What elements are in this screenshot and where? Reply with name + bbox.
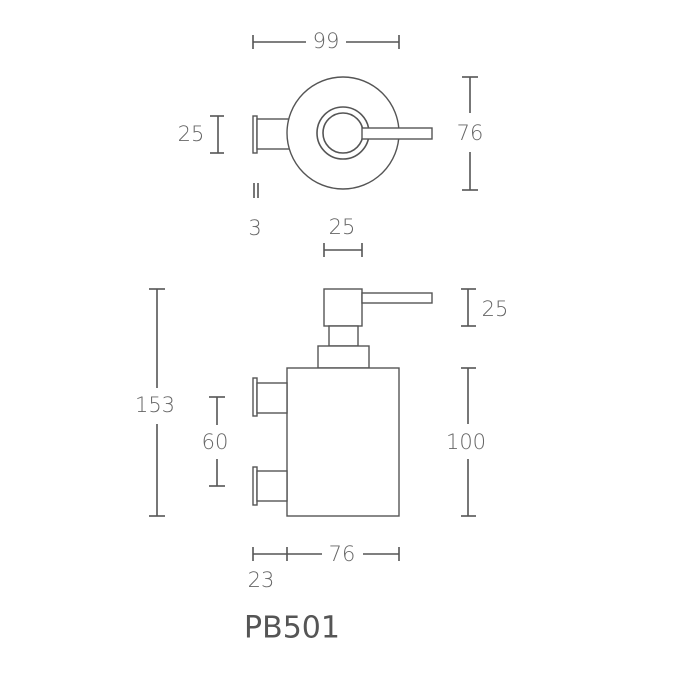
dimension-label-pump-height: 25 — [482, 297, 509, 321]
dimension-label-body-height: 100 — [446, 430, 486, 454]
bracket-spacing-dimension-60: 60 — [202, 396, 229, 487]
pump-stem — [328, 325, 359, 347]
dimension-label-plate-thickness: 3 — [248, 216, 261, 240]
wall-bracket-lower — [252, 466, 288, 506]
pump-height-dimension-25: 25 — [461, 288, 509, 327]
width-dimension-bottom: 76 23 — [248, 542, 400, 592]
dimension-label-bracket-height: 25 — [178, 122, 205, 146]
plate-thickness-dimension: 3 — [248, 183, 262, 240]
body-height-dimension-100: 100 — [446, 367, 486, 517]
width-dimension-99: 99 — [252, 29, 400, 53]
pump-head — [323, 288, 363, 327]
dispenser-body — [286, 367, 400, 517]
height-dimension-25-top: 25 — [178, 115, 224, 154]
dimension-label-body-width: 76 — [329, 542, 356, 566]
dimension-label-depth: 76 — [457, 121, 484, 145]
dimension-label-bracket-spacing: 60 — [202, 430, 229, 454]
dimension-label-width: 99 — [313, 29, 340, 53]
depth-dimension-76: 76 — [457, 76, 484, 191]
wall-bracket-top — [252, 115, 292, 154]
model-number: PB501 — [244, 611, 340, 646]
side-view: 153 60 25 — [135, 288, 509, 592]
dimension-label-wall-offset: 23 — [248, 568, 275, 592]
wall-bracket-upper — [252, 377, 288, 417]
dimension-label-total-height: 153 — [135, 393, 175, 417]
pump-lever-side — [361, 292, 433, 304]
top-view: 99 25 76 3 25 — [178, 29, 484, 257]
pump-diameter-dimension: 25 — [323, 215, 363, 257]
pump-lever — [361, 127, 433, 140]
total-height-dimension-153: 153 — [135, 288, 175, 517]
pump-collar — [317, 345, 370, 369]
dimension-label-pump-diameter: 25 — [329, 215, 356, 239]
